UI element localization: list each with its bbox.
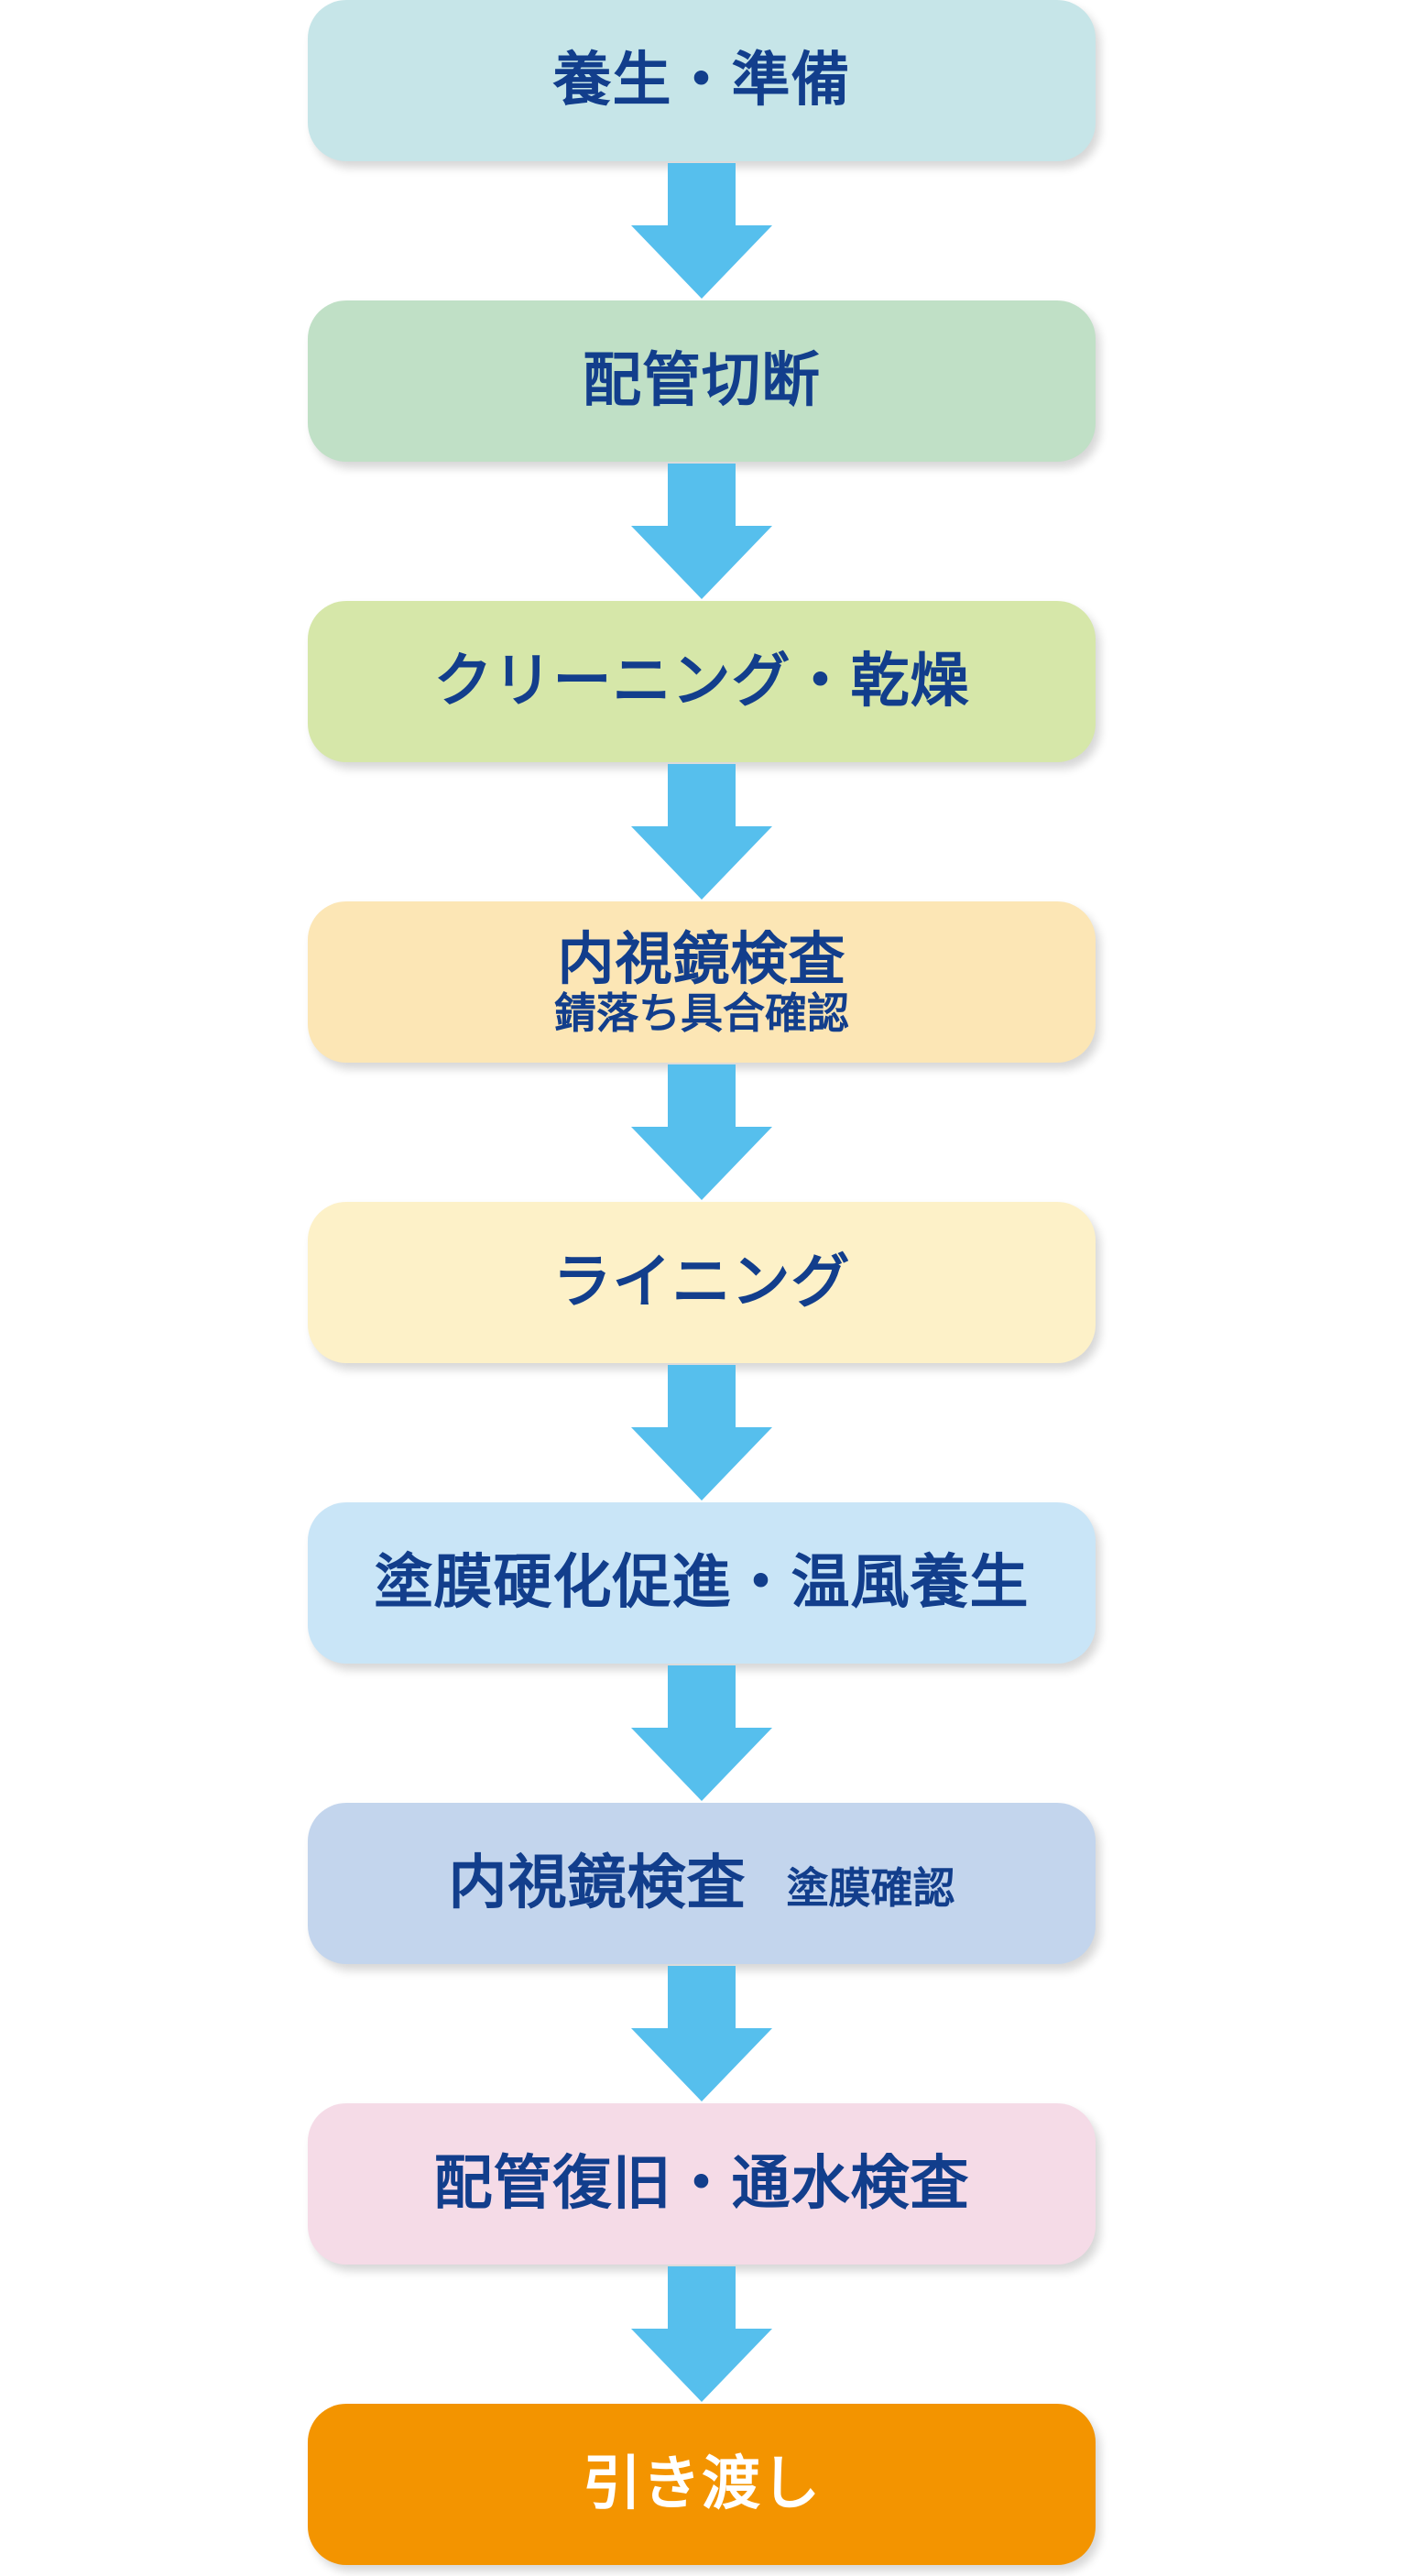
step-2-box: 配管切断 <box>308 300 1096 462</box>
step-6-label: 塗膜硬化促進・温風養生 <box>374 1548 1030 1617</box>
step-6-box: 塗膜硬化促進・温風養生 <box>308 1502 1096 1664</box>
arrow-down-icon <box>631 2266 772 2402</box>
step-1-box: 養生・準備 <box>308 0 1096 161</box>
arrow-down-icon <box>631 163 772 299</box>
step-7-label: 内視鏡検査 <box>448 1849 747 1917</box>
step-3-box: クリーニング・乾燥 <box>308 601 1096 762</box>
step-8-label: 配管復旧・通水検査 <box>433 2149 970 2218</box>
step-4-sublabel: 錆落ち具合確認 <box>554 988 849 1038</box>
step-9-box: 引き渡し <box>308 2404 1096 2565</box>
arrow-down-icon <box>631 1064 772 1200</box>
step-2-label: 配管切断 <box>583 346 821 415</box>
step-3-label: クリーニング・乾燥 <box>433 647 970 715</box>
step-7-box: 内視鏡検査 塗膜確認 <box>308 1803 1096 1964</box>
step-5-box: ライニング <box>308 1202 1096 1363</box>
arrow-down-icon <box>631 764 772 900</box>
arrow-down-icon <box>631 1665 772 1801</box>
step-1-label: 養生・準備 <box>552 46 851 115</box>
step-8-box: 配管復旧・通水検査 <box>308 2103 1096 2265</box>
arrow-down-icon <box>631 1365 772 1501</box>
arrow-down-icon <box>631 1966 772 2101</box>
arrow-down-icon <box>631 464 772 599</box>
step-4-box: 内視鏡検査 錆落ち具合確認 <box>308 901 1096 1063</box>
step-7-sublabel: 塗膜確認 <box>786 1862 955 1913</box>
step-9-label: 引き渡し <box>583 2450 821 2518</box>
step-4-label: 内視鏡検査 <box>557 924 846 992</box>
step-5-label: ライニング <box>552 1248 851 1316</box>
